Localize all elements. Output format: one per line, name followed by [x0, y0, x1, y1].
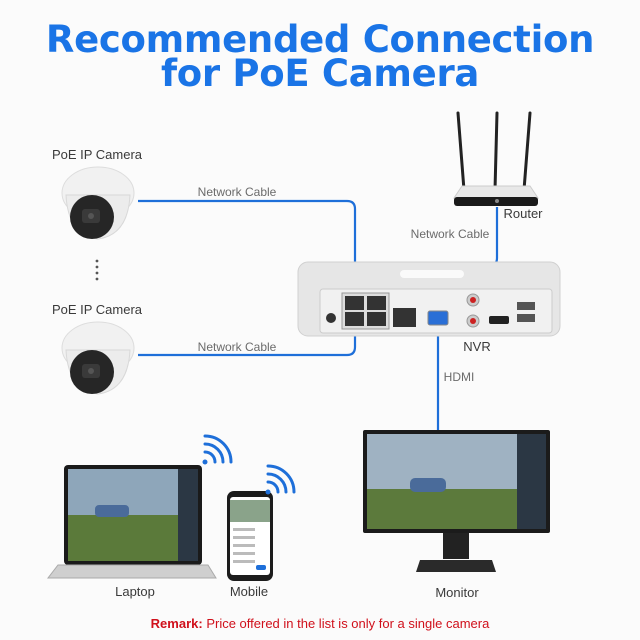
monitor-image — [363, 430, 550, 572]
remark-text: Price offered in the list is only for a … — [202, 616, 490, 631]
laptop-label: Laptop — [115, 584, 155, 599]
mobile-image — [227, 491, 273, 581]
cable-camera1 — [138, 199, 357, 300]
camera-2-image — [61, 321, 135, 395]
nvr-label: NVR — [463, 339, 491, 354]
camera-1-label: PoE IP Camera — [51, 147, 143, 162]
monitor-label: Monitor — [435, 585, 479, 600]
more-cameras-dots — [95, 259, 99, 281]
router-image — [453, 111, 539, 206]
cable-router-label: Network Cable — [410, 227, 490, 241]
remark-note: Remark: Price offered in the list is onl… — [0, 616, 640, 631]
title-line-1: Recommended Connection — [45, 18, 595, 61]
wifi-icon-laptop — [203, 434, 233, 464]
wifi-icon-mobile — [266, 464, 296, 494]
laptop-image — [46, 465, 217, 579]
camera-1-image — [61, 166, 135, 240]
remark-label: Remark: — [150, 616, 203, 631]
cable-camera2-label: Network Cable — [197, 340, 277, 354]
title-line-2: for PoE Camera — [160, 52, 480, 95]
mobile-label: Mobile — [229, 584, 269, 599]
cable-hdmi-label: HDMI — [443, 370, 475, 384]
cable-camera2 — [138, 318, 357, 357]
router-label: Router — [503, 206, 543, 221]
nvr-image — [297, 261, 561, 337]
camera-2-label: PoE IP Camera — [51, 302, 143, 317]
cable-camera1-label: Network Cable — [197, 185, 277, 199]
